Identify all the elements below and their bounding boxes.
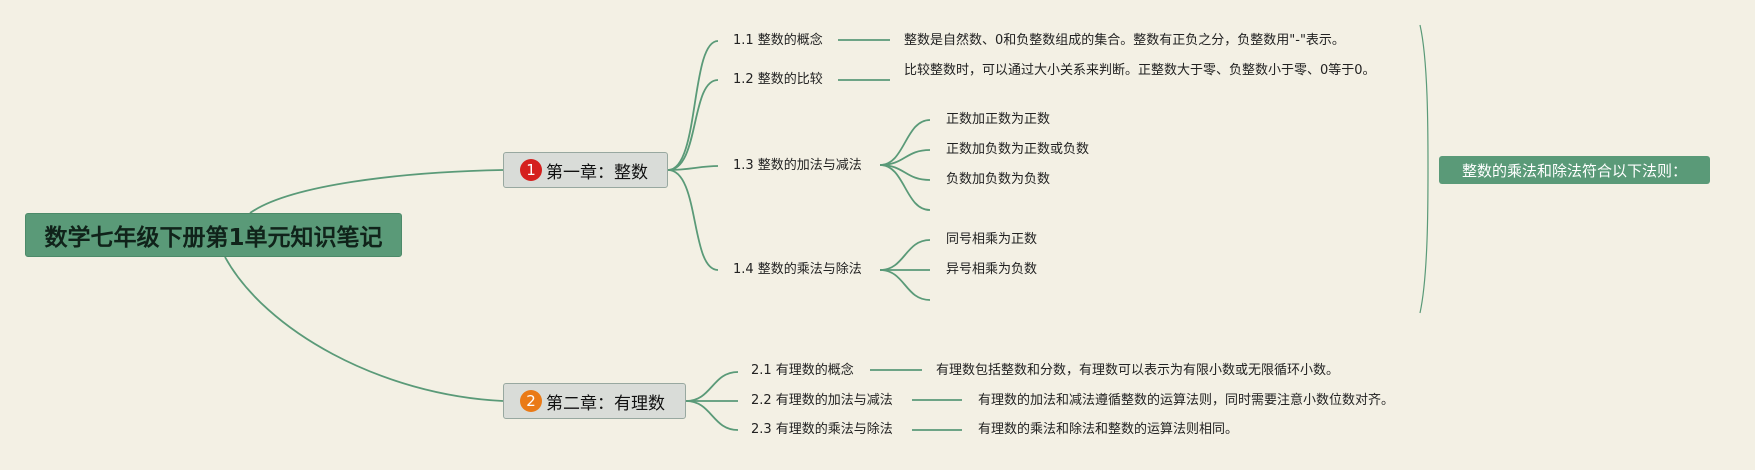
detail-1-2[interactable]: 比较整数时，可以通过大小关系来判断。正整数大于零、负整数小于零、0等于0。 (904, 63, 1376, 78)
connector-1-4-c (879, 269, 931, 301)
connector-root-ch1 (249, 169, 504, 214)
chapter-2-badge: 2 (520, 390, 542, 412)
summary-node[interactable]: 整数的乘法和除法符合以下法则： (1439, 156, 1710, 184)
chapter-1-badge: 1 (520, 159, 542, 181)
chapter-1-title: 第一章：整数 (546, 162, 648, 183)
detail-2-1[interactable]: 有理数包括整数和分数，有理数可以表示为有限小数或无限循环小数。 (936, 363, 1340, 378)
connector-ch1-1-2 (667, 79, 719, 171)
detail-1-3-c[interactable]: 负数加负数为负数 (946, 172, 1051, 187)
summary-brace (1419, 24, 1429, 314)
topic-1-3[interactable]: 1.3 整数的加法与减法 (733, 158, 862, 173)
topic-1-1[interactable]: 1.1 整数的概念 (733, 33, 823, 48)
topic-2-2[interactable]: 2.2 有理数的加法与减法 (751, 393, 893, 408)
topic-2-3[interactable]: 2.3 有理数的乘法与除法 (751, 422, 893, 437)
topic-1-4[interactable]: 1.4 整数的乘法与除法 (733, 262, 862, 277)
root-topic[interactable]: 数学七年级下册第1单元知识笔记 (25, 213, 402, 257)
connector-ch2-2-1 (685, 371, 739, 402)
detail-1-4-a[interactable]: 同号相乘为正数 (946, 232, 1038, 247)
detail-2-3[interactable]: 有理数的乘法和除法和整数的运算法则相同。 (978, 422, 1239, 437)
detail-2-2[interactable]: 有理数的加法和减法遵循整数的运算法则，同时需要注意小数位数对齐。 (978, 393, 1395, 408)
connector-ch1-1-4 (667, 169, 719, 271)
connector-ch1-1-1 (667, 40, 719, 171)
detail-1-1[interactable]: 整数是自然数、0和负整数组成的集合。整数有正负之分，负整数用"-"表示。 (904, 33, 1345, 48)
connector-ch1-1-3 (667, 165, 719, 171)
topic-1-2[interactable]: 1.2 整数的比较 (733, 72, 823, 87)
chapter-2-node[interactable]: 2 第二章：有理数 (503, 383, 686, 419)
topic-2-1[interactable]: 2.1 有理数的概念 (751, 363, 854, 378)
detail-1-3-b[interactable]: 正数加负数为正数或负数 (946, 142, 1090, 157)
detail-1-4-b[interactable]: 异号相乘为负数 (946, 262, 1038, 277)
connector-ch2-2-3 (685, 400, 739, 431)
connector-1-3-d (879, 164, 931, 211)
connector-1-4-a (879, 239, 931, 271)
chapter-2-title: 第二章：有理数 (546, 393, 665, 414)
connector-root-ch2 (224, 256, 504, 402)
chapter-1-node[interactable]: 1 第一章：整数 (503, 152, 668, 188)
detail-1-3-a[interactable]: 正数加正数为正数 (946, 112, 1051, 127)
